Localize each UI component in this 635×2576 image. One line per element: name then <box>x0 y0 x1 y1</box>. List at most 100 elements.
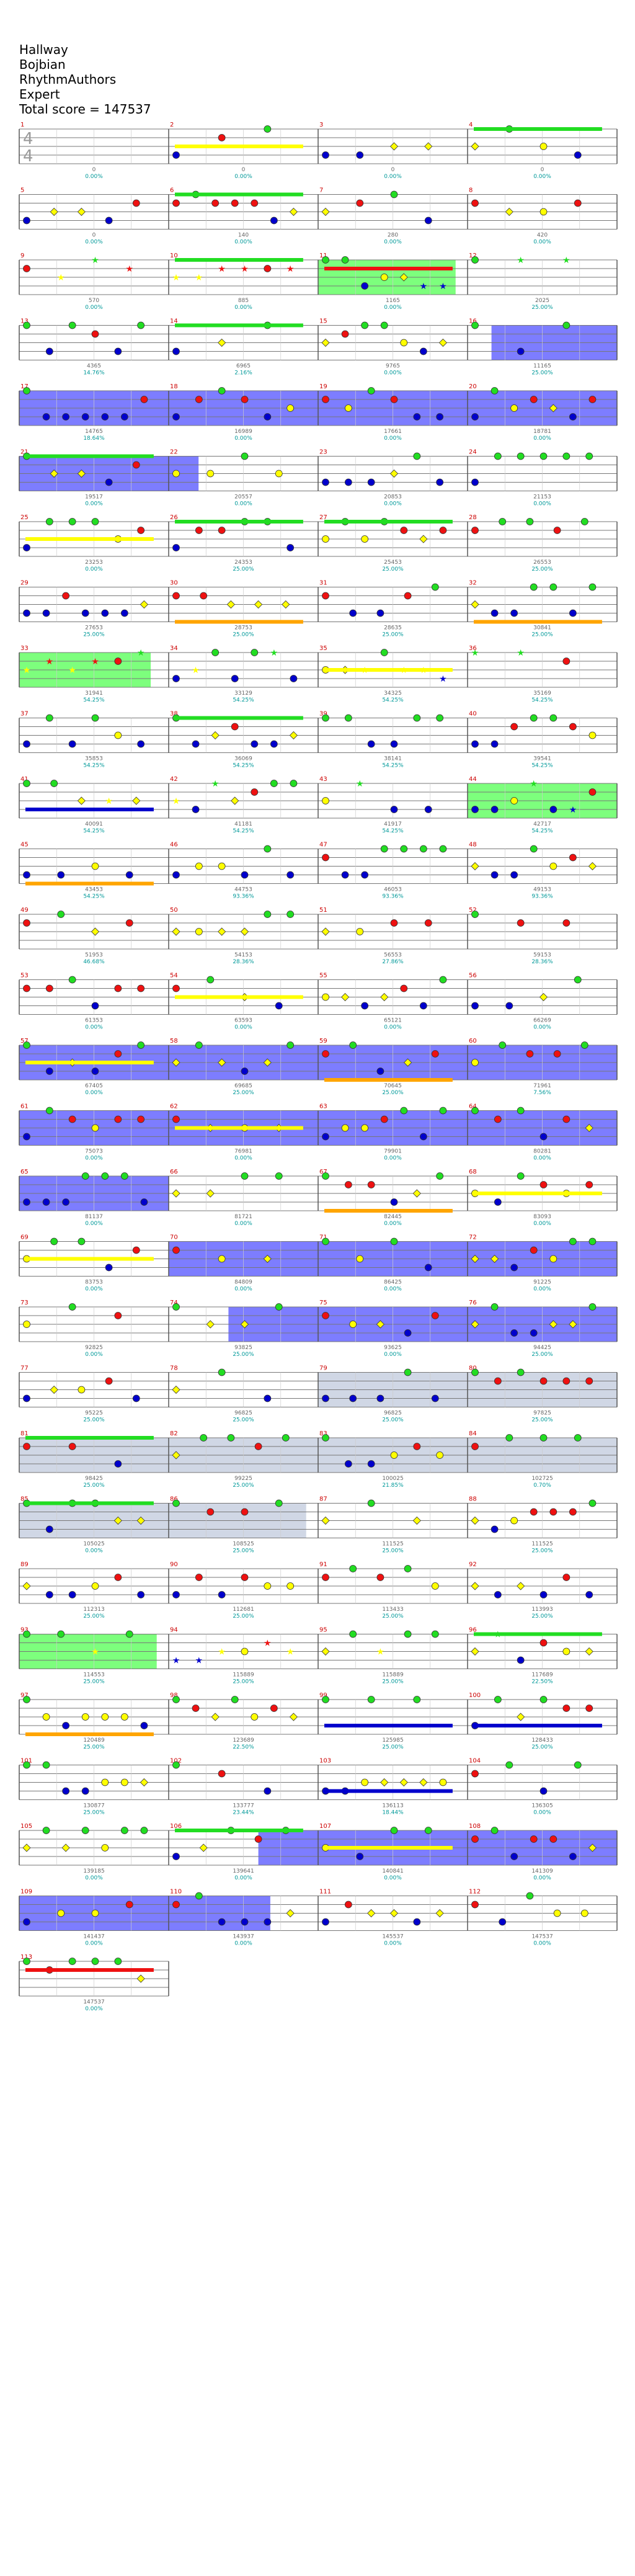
circle-gem-icon <box>471 256 479 264</box>
measure-number: 96 <box>469 1627 477 1634</box>
circle-gem-icon <box>580 518 588 525</box>
diamond-gem-icon <box>289 731 298 740</box>
circle-gem-icon <box>361 1002 369 1010</box>
circle-gem-icon <box>91 518 99 525</box>
measure-number: 100 <box>469 1692 481 1699</box>
circle-gem-icon <box>101 1778 109 1786</box>
circle-gem-icon <box>413 714 421 722</box>
diamond-gem-icon <box>588 1843 597 1852</box>
diamond-gem-icon <box>376 1320 384 1329</box>
measure-number: 10 <box>170 252 178 259</box>
circle-gem-icon <box>23 1321 30 1328</box>
circle-gem-icon <box>530 583 538 591</box>
circle-gem-icon <box>172 1696 180 1703</box>
circle-gem-icon <box>510 871 518 879</box>
measure-score: 51953 <box>85 952 103 958</box>
measure-percent: 25.00% <box>531 1548 553 1554</box>
measure-score: 76981 <box>234 1149 252 1155</box>
circle-gem-icon <box>540 143 548 150</box>
measure-score: 123689 <box>233 1737 254 1744</box>
measure-score: 63593 <box>234 1018 252 1024</box>
circle-gem-icon <box>356 1853 364 1860</box>
circle-gem-icon <box>494 452 502 460</box>
measure-score: 49153 <box>533 887 551 893</box>
measure-score: 36069 <box>234 756 252 762</box>
circle-gem-icon <box>569 1508 577 1516</box>
measure-percent: 93.36% <box>233 894 254 900</box>
measure-percent: 25.00% <box>382 1548 404 1554</box>
circle-gem-icon <box>45 984 53 992</box>
circle-gem-icon <box>132 1246 140 1254</box>
circle-gem-icon <box>510 609 518 617</box>
measure-percent: 54.25% <box>382 828 404 834</box>
circle-gem-icon <box>264 911 272 918</box>
diamond-gem-icon <box>424 142 433 151</box>
circle-gem-icon <box>23 871 30 879</box>
circle-gem-icon <box>471 413 479 421</box>
circle-gem-icon <box>344 1460 352 1468</box>
diamond-gem-icon <box>132 796 141 805</box>
song-artist: Bojbian <box>19 57 66 72</box>
diamond-gem-icon <box>321 1516 330 1525</box>
diamond-gem-icon <box>569 1320 577 1329</box>
circle-gem-icon <box>367 387 375 394</box>
measure-number: 88 <box>469 1496 477 1503</box>
circle-gem-icon <box>251 649 259 656</box>
measure-number: 62 <box>170 1103 178 1110</box>
measure-number: 83 <box>319 1430 327 1437</box>
measure-score: 147537 <box>531 1934 553 1940</box>
measure-number: 8 <box>469 187 473 194</box>
circle-gem-icon <box>264 413 272 421</box>
circle-gem-icon <box>530 1508 538 1516</box>
circle-gem-icon <box>517 1656 525 1664</box>
circle-gem-icon <box>510 797 518 804</box>
circle-gem-icon <box>361 282 369 290</box>
star-gem-icon: ★ <box>172 796 180 806</box>
circle-gem-icon <box>23 1041 30 1049</box>
diamond-gem-icon <box>517 1713 525 1721</box>
circle-gem-icon <box>91 1124 99 1132</box>
circle-gem-icon <box>42 1761 50 1769</box>
circle-gem-icon <box>241 871 249 879</box>
circle-gem-icon <box>120 1778 128 1786</box>
measure-number: 51 <box>319 907 327 914</box>
circle-gem-icon <box>505 1761 513 1769</box>
circle-gem-icon <box>62 1722 70 1729</box>
measure-percent: 0.00% <box>533 1221 551 1227</box>
measure-number: 98 <box>170 1692 178 1699</box>
circle-gem-icon <box>380 845 388 853</box>
measure-percent: 0.00% <box>85 1090 103 1096</box>
circle-gem-icon <box>227 1434 235 1442</box>
circle-gem-icon <box>510 1517 518 1525</box>
measure-score: 28753 <box>234 625 252 631</box>
circle-gem-icon <box>218 1368 226 1376</box>
circle-gem-icon <box>574 1434 582 1442</box>
measure-number: 7 <box>319 187 323 194</box>
measure-percent: 25.00% <box>531 1744 553 1750</box>
diamond-gem-icon <box>419 1778 428 1787</box>
measure-percent: 46.68% <box>83 959 105 965</box>
diamond-gem-icon <box>321 338 330 347</box>
measure-number: 102 <box>170 1758 182 1765</box>
circle-gem-icon <box>367 740 375 748</box>
measure-percent: 54.25% <box>233 828 254 834</box>
measure-score: 112313 <box>83 1607 104 1613</box>
circle-gem-icon <box>140 1722 148 1729</box>
circle-gem-icon <box>526 1050 534 1058</box>
circle-gem-icon <box>172 675 180 682</box>
circle-gem-icon <box>439 845 447 853</box>
diamond-gem-icon <box>50 207 58 216</box>
measure-percent: 25.00% <box>233 566 254 573</box>
circle-gem-icon <box>211 649 220 656</box>
measure-percent: 0.00% <box>234 1875 252 1881</box>
circle-gem-icon <box>45 1591 53 1598</box>
circle-gem-icon <box>91 1067 99 1075</box>
measure-percent: 25.00% <box>233 1417 254 1424</box>
circle-gem-icon <box>439 1107 447 1115</box>
measure-percent: 0.00% <box>85 566 103 573</box>
circle-gem-icon <box>562 452 571 460</box>
measure-score: 30841 <box>533 625 551 631</box>
measure-score: 141437 <box>83 1934 104 1940</box>
circle-gem-icon <box>499 1918 507 1926</box>
song-header: Hallway Bojbian RhythmAuthors Expert Tot… <box>19 42 151 117</box>
